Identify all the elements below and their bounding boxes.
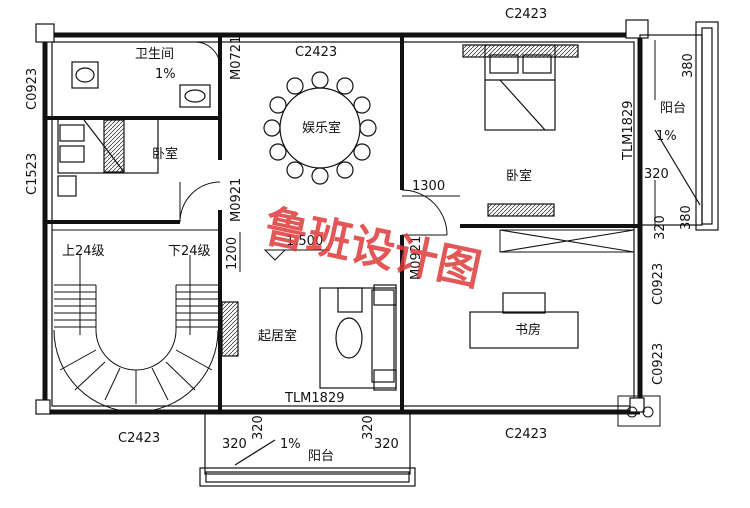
staircase	[51, 229, 221, 413]
dim-380-a: 380	[681, 53, 696, 78]
dining-table	[263, 71, 377, 185]
se-column	[617, 395, 661, 427]
code-tlm1829-right: TLM1829	[621, 101, 636, 161]
code-c0923-right-b: C0923	[651, 343, 666, 385]
dim-320-e: 320	[361, 415, 376, 440]
bed-west	[57, 117, 159, 197]
bathroom-fixtures	[71, 61, 211, 108]
label-balcony-east: 阳台	[660, 101, 686, 116]
label-entertainment: 娱乐室	[302, 120, 341, 136]
balcony-east	[639, 21, 719, 231]
dim-320-d: 320	[251, 415, 266, 440]
dim-320-f: 320	[374, 437, 399, 452]
label-bathroom: 卫生间	[135, 47, 174, 62]
dim-1200: 1200	[225, 237, 240, 270]
label-bedroom-main: 卧室	[506, 168, 532, 184]
label-stairs-down: 下24级	[168, 244, 211, 259]
sofa-set	[221, 284, 397, 391]
columns	[35, 19, 649, 415]
label-bedroom-west: 卧室	[152, 146, 178, 162]
code-c2423-top-right: C2423	[505, 7, 547, 22]
label-stairs-up: 上24级	[62, 244, 105, 259]
elevation-marker	[263, 249, 330, 261]
code-m0921-b: M0921	[409, 236, 424, 280]
watermark: 鲁班设计图	[260, 201, 486, 297]
code-c2423-bottom-left: C2423	[118, 431, 160, 446]
code-m0721: M0721	[229, 36, 244, 80]
code-c0923-left-top: C0923	[25, 68, 40, 110]
windows	[42, 32, 643, 415]
label-living: 起居室	[258, 328, 297, 344]
study-desk	[469, 292, 579, 349]
dim-320-b: 320	[653, 215, 668, 240]
bed-main	[462, 44, 579, 217]
slope-balcony-east: 1%	[656, 129, 677, 144]
code-c0923-right-a: C0923	[651, 263, 666, 305]
slope-bath: 1%	[155, 67, 176, 82]
dim-380-b: 380	[679, 205, 694, 230]
label-balcony-south: 阳台	[308, 449, 334, 464]
code-c2423-top-mid: C2423	[295, 45, 337, 60]
dim-320-c: 320	[222, 437, 247, 452]
label-elevation: 1.500	[286, 234, 323, 249]
wardrobe	[499, 229, 635, 253]
code-m0921: M0921	[229, 178, 244, 222]
label-study: 书房	[515, 322, 541, 338]
slope-balcony-south: 1%	[280, 437, 301, 452]
dimension-lines	[239, 40, 656, 272]
dim-1300: 1300	[412, 179, 445, 194]
doors	[179, 41, 448, 236]
dim-320-a: 320	[644, 167, 669, 182]
balcony-south	[199, 411, 416, 487]
code-tlm1829-bottom: TLM1829	[284, 391, 344, 406]
code-c2423-bottom-right: C2423	[505, 427, 547, 442]
code-c1523-left: C1523	[25, 153, 40, 195]
